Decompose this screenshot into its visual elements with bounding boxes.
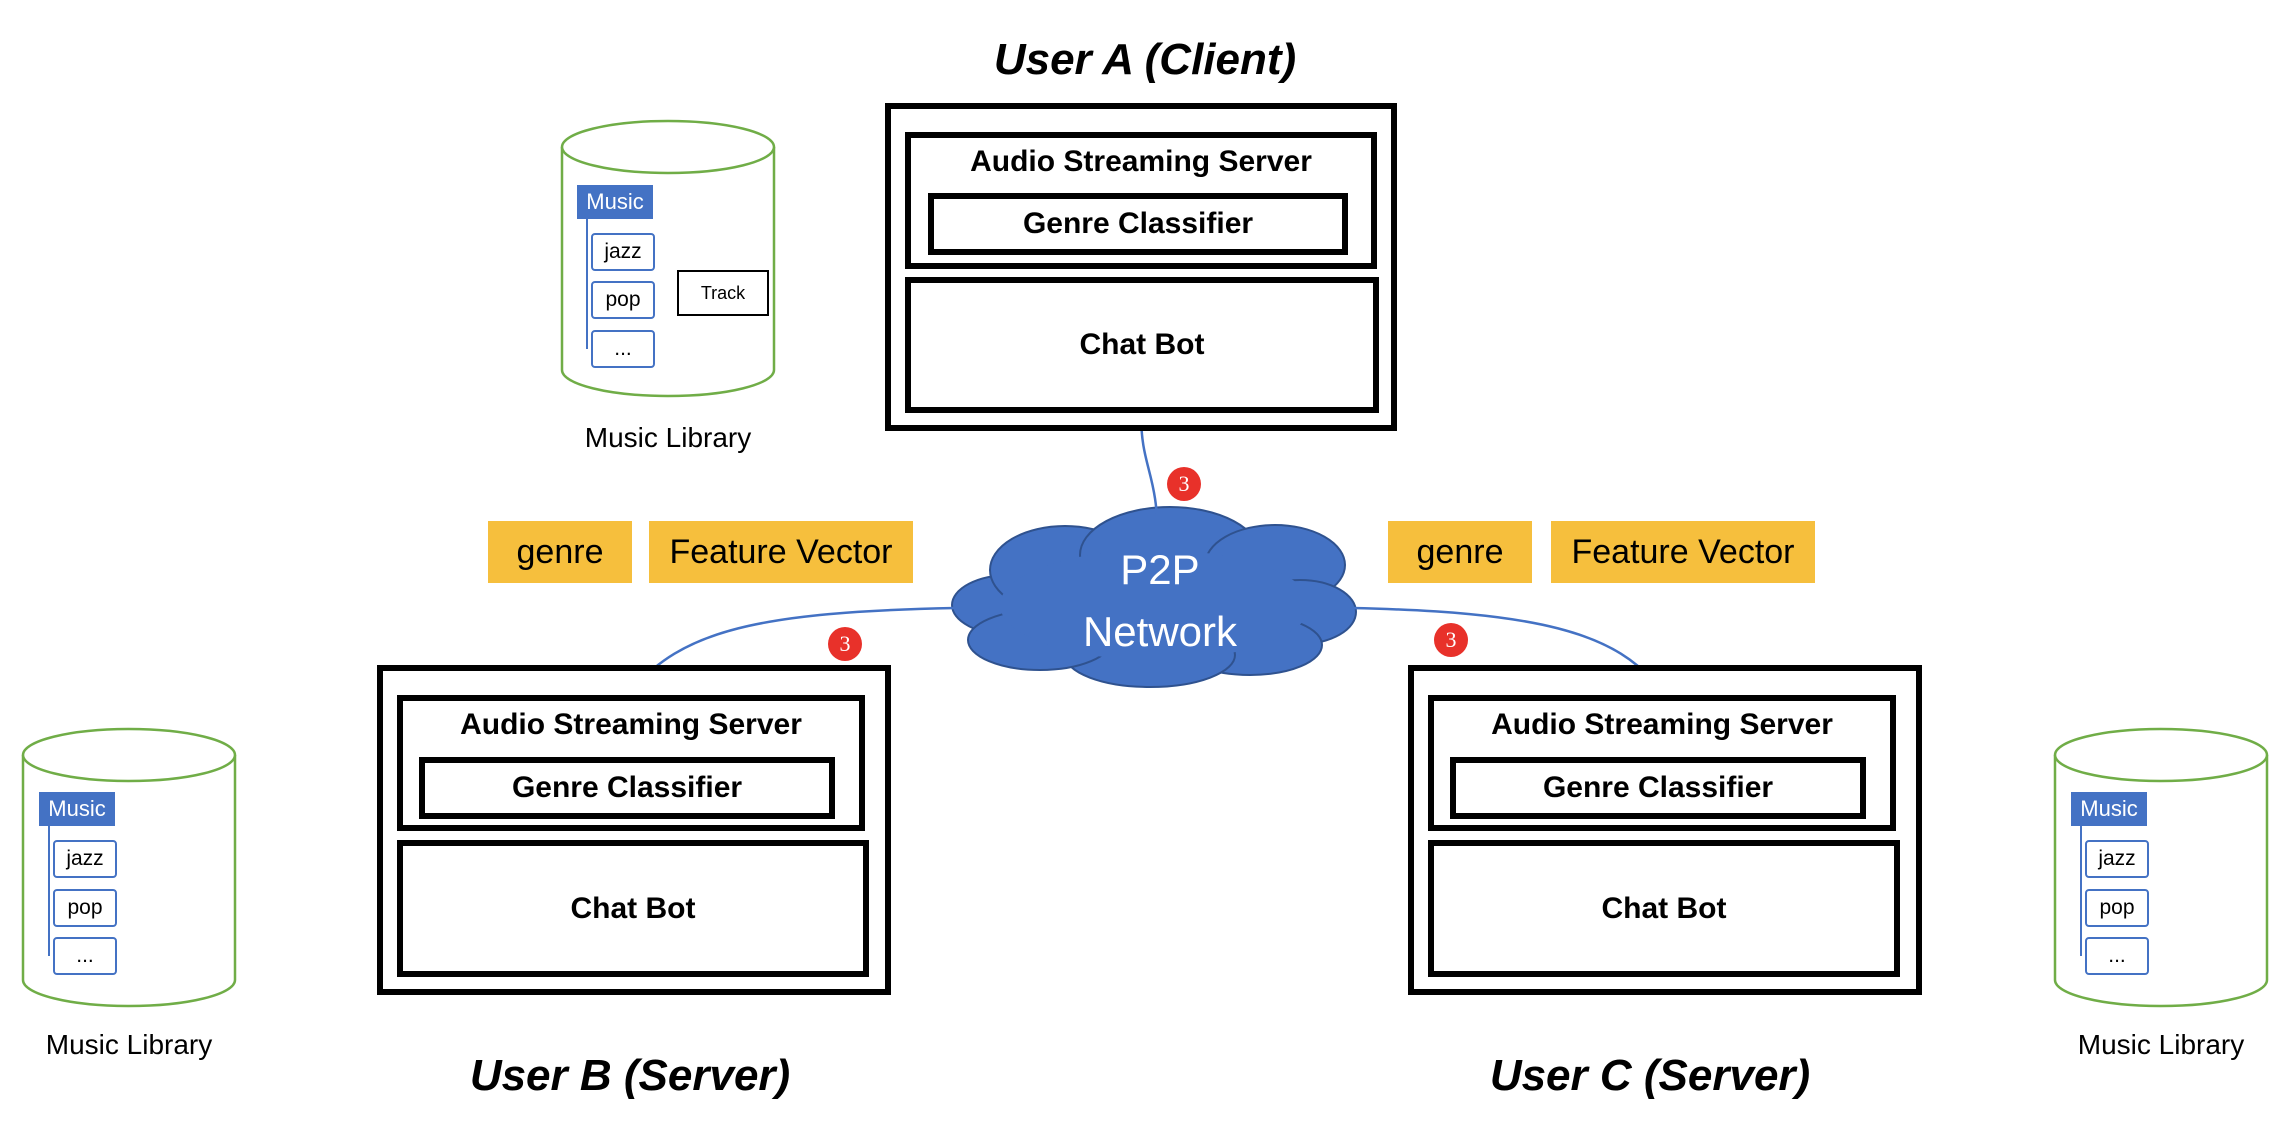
genre-tag-left: genre xyxy=(488,521,632,583)
user-c-title: User C (Server) xyxy=(1489,1051,1811,1100)
p2p-network-label-line1: P2P xyxy=(1120,546,1200,593)
library-left-music-header: Music xyxy=(39,792,115,826)
library-right-item-jazz: jazz xyxy=(2085,840,2149,878)
library-top-item-pop: pop xyxy=(591,281,655,319)
library-right-music-header: Music xyxy=(2071,792,2147,826)
user-b-streaming-server-label: Audio Streaming Server xyxy=(460,708,802,741)
user-a-chat-bot: Chat Bot xyxy=(905,277,1379,413)
p2p-network-label-line2: Network xyxy=(1082,608,1238,655)
user-b-chat-bot: Chat Bot xyxy=(397,840,869,977)
library-top-item-jazz: jazz xyxy=(591,233,655,271)
step-badge-c: 3 xyxy=(1434,623,1468,657)
library-tree-line-left xyxy=(48,826,50,956)
step-badge-b: 3 xyxy=(828,627,862,661)
library-tree-line-top xyxy=(586,219,588,349)
feature-vector-tag-right: Feature Vector xyxy=(1551,521,1815,583)
library-tree-line-right xyxy=(2080,826,2082,956)
user-a-streaming-server-label: Audio Streaming Server xyxy=(970,145,1312,178)
library-left-caption: Music Library xyxy=(45,1029,213,1060)
user-a-genre-classifier: Genre Classifier xyxy=(928,193,1348,255)
library-top-caption: Music Library xyxy=(584,422,752,453)
library-left-item-pop: pop xyxy=(53,889,117,927)
p2p-cloud-shape xyxy=(951,506,1357,688)
library-left-item-jazz: jazz xyxy=(53,840,117,878)
library-right-item-pop: pop xyxy=(2085,889,2149,927)
step-badge-a: 3 xyxy=(1167,467,1201,501)
library-top-music-header: Music xyxy=(577,185,653,219)
user-a-title: User A (Client) xyxy=(993,35,1297,84)
user-b-genre-classifier: Genre Classifier xyxy=(419,757,835,819)
library-right-item-more: ... xyxy=(2085,937,2149,975)
user-b-title: User B (Server) xyxy=(469,1051,791,1100)
library-left-item-more: ... xyxy=(53,937,117,975)
library-top-item-more: ... xyxy=(591,330,655,368)
genre-tag-right: genre xyxy=(1388,521,1532,583)
user-c-genre-classifier: Genre Classifier xyxy=(1450,757,1866,819)
feature-vector-tag-left: Feature Vector xyxy=(649,521,913,583)
user-c-streaming-server-label: Audio Streaming Server xyxy=(1491,708,1833,741)
library-top-track: Track xyxy=(677,270,769,316)
library-right-caption: Music Library xyxy=(2077,1029,2245,1060)
user-c-chat-bot: Chat Bot xyxy=(1428,840,1900,977)
